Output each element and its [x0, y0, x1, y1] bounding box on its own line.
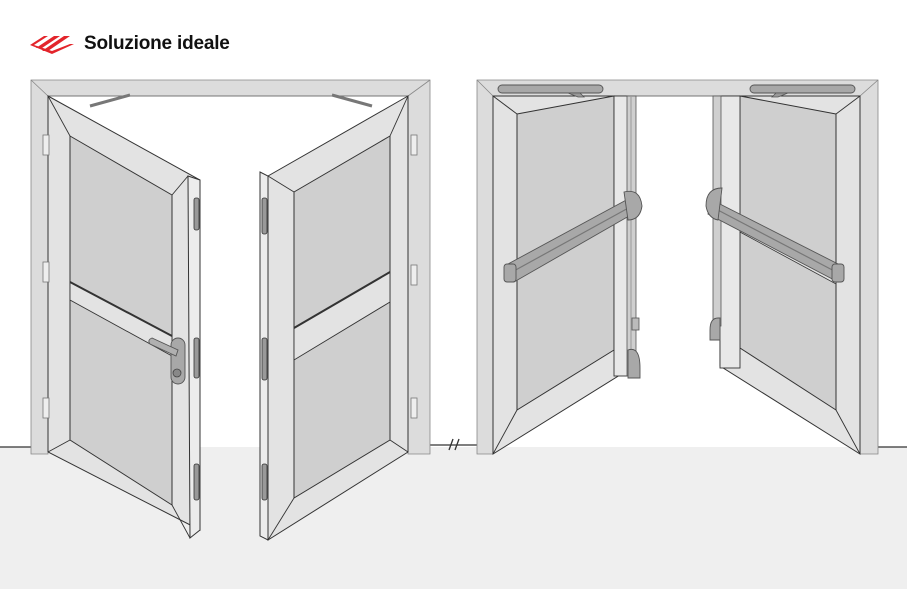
hinge-icon: [410, 264, 418, 286]
hinge-icon: [42, 397, 50, 419]
rod-latch-icon: [627, 348, 641, 379]
header: Soluzione ideale: [30, 33, 230, 55]
left-double-door: [30, 79, 431, 541]
flush-bolt-icon: [261, 197, 268, 235]
panic-bar-right-icon: [705, 187, 845, 283]
page-title: Soluzione ideale: [84, 33, 230, 54]
break-symbol-icon: [448, 438, 460, 451]
rod-latch-icon: [709, 317, 721, 341]
panic-bar-left-icon: [503, 190, 643, 283]
door-closer-left-icon: [497, 84, 604, 98]
strike-icon: [631, 317, 640, 331]
flush-bolt-icon: [193, 197, 200, 231]
hinge-icon: [42, 134, 50, 156]
flush-bolt-icon: [261, 463, 268, 501]
cylinder-lock-icon: [172, 368, 182, 378]
flush-bolt-icon: [193, 463, 200, 501]
left-leaf: [42, 95, 201, 540]
left-leaf-panic: [492, 84, 643, 455]
lever-handle-icon: [148, 337, 186, 385]
hinge-icon: [410, 397, 418, 419]
door-closer-right-icon: [749, 84, 856, 98]
hinge-icon: [410, 134, 418, 156]
right-leaf: [259, 95, 418, 541]
right-leaf-panic: [705, 84, 861, 455]
flush-bolt-icon: [261, 337, 268, 381]
hinge-icon: [42, 261, 50, 283]
red-stripes-logo-icon: [30, 36, 74, 54]
flush-bolt-icon: [193, 337, 200, 379]
right-double-door: [476, 79, 879, 455]
